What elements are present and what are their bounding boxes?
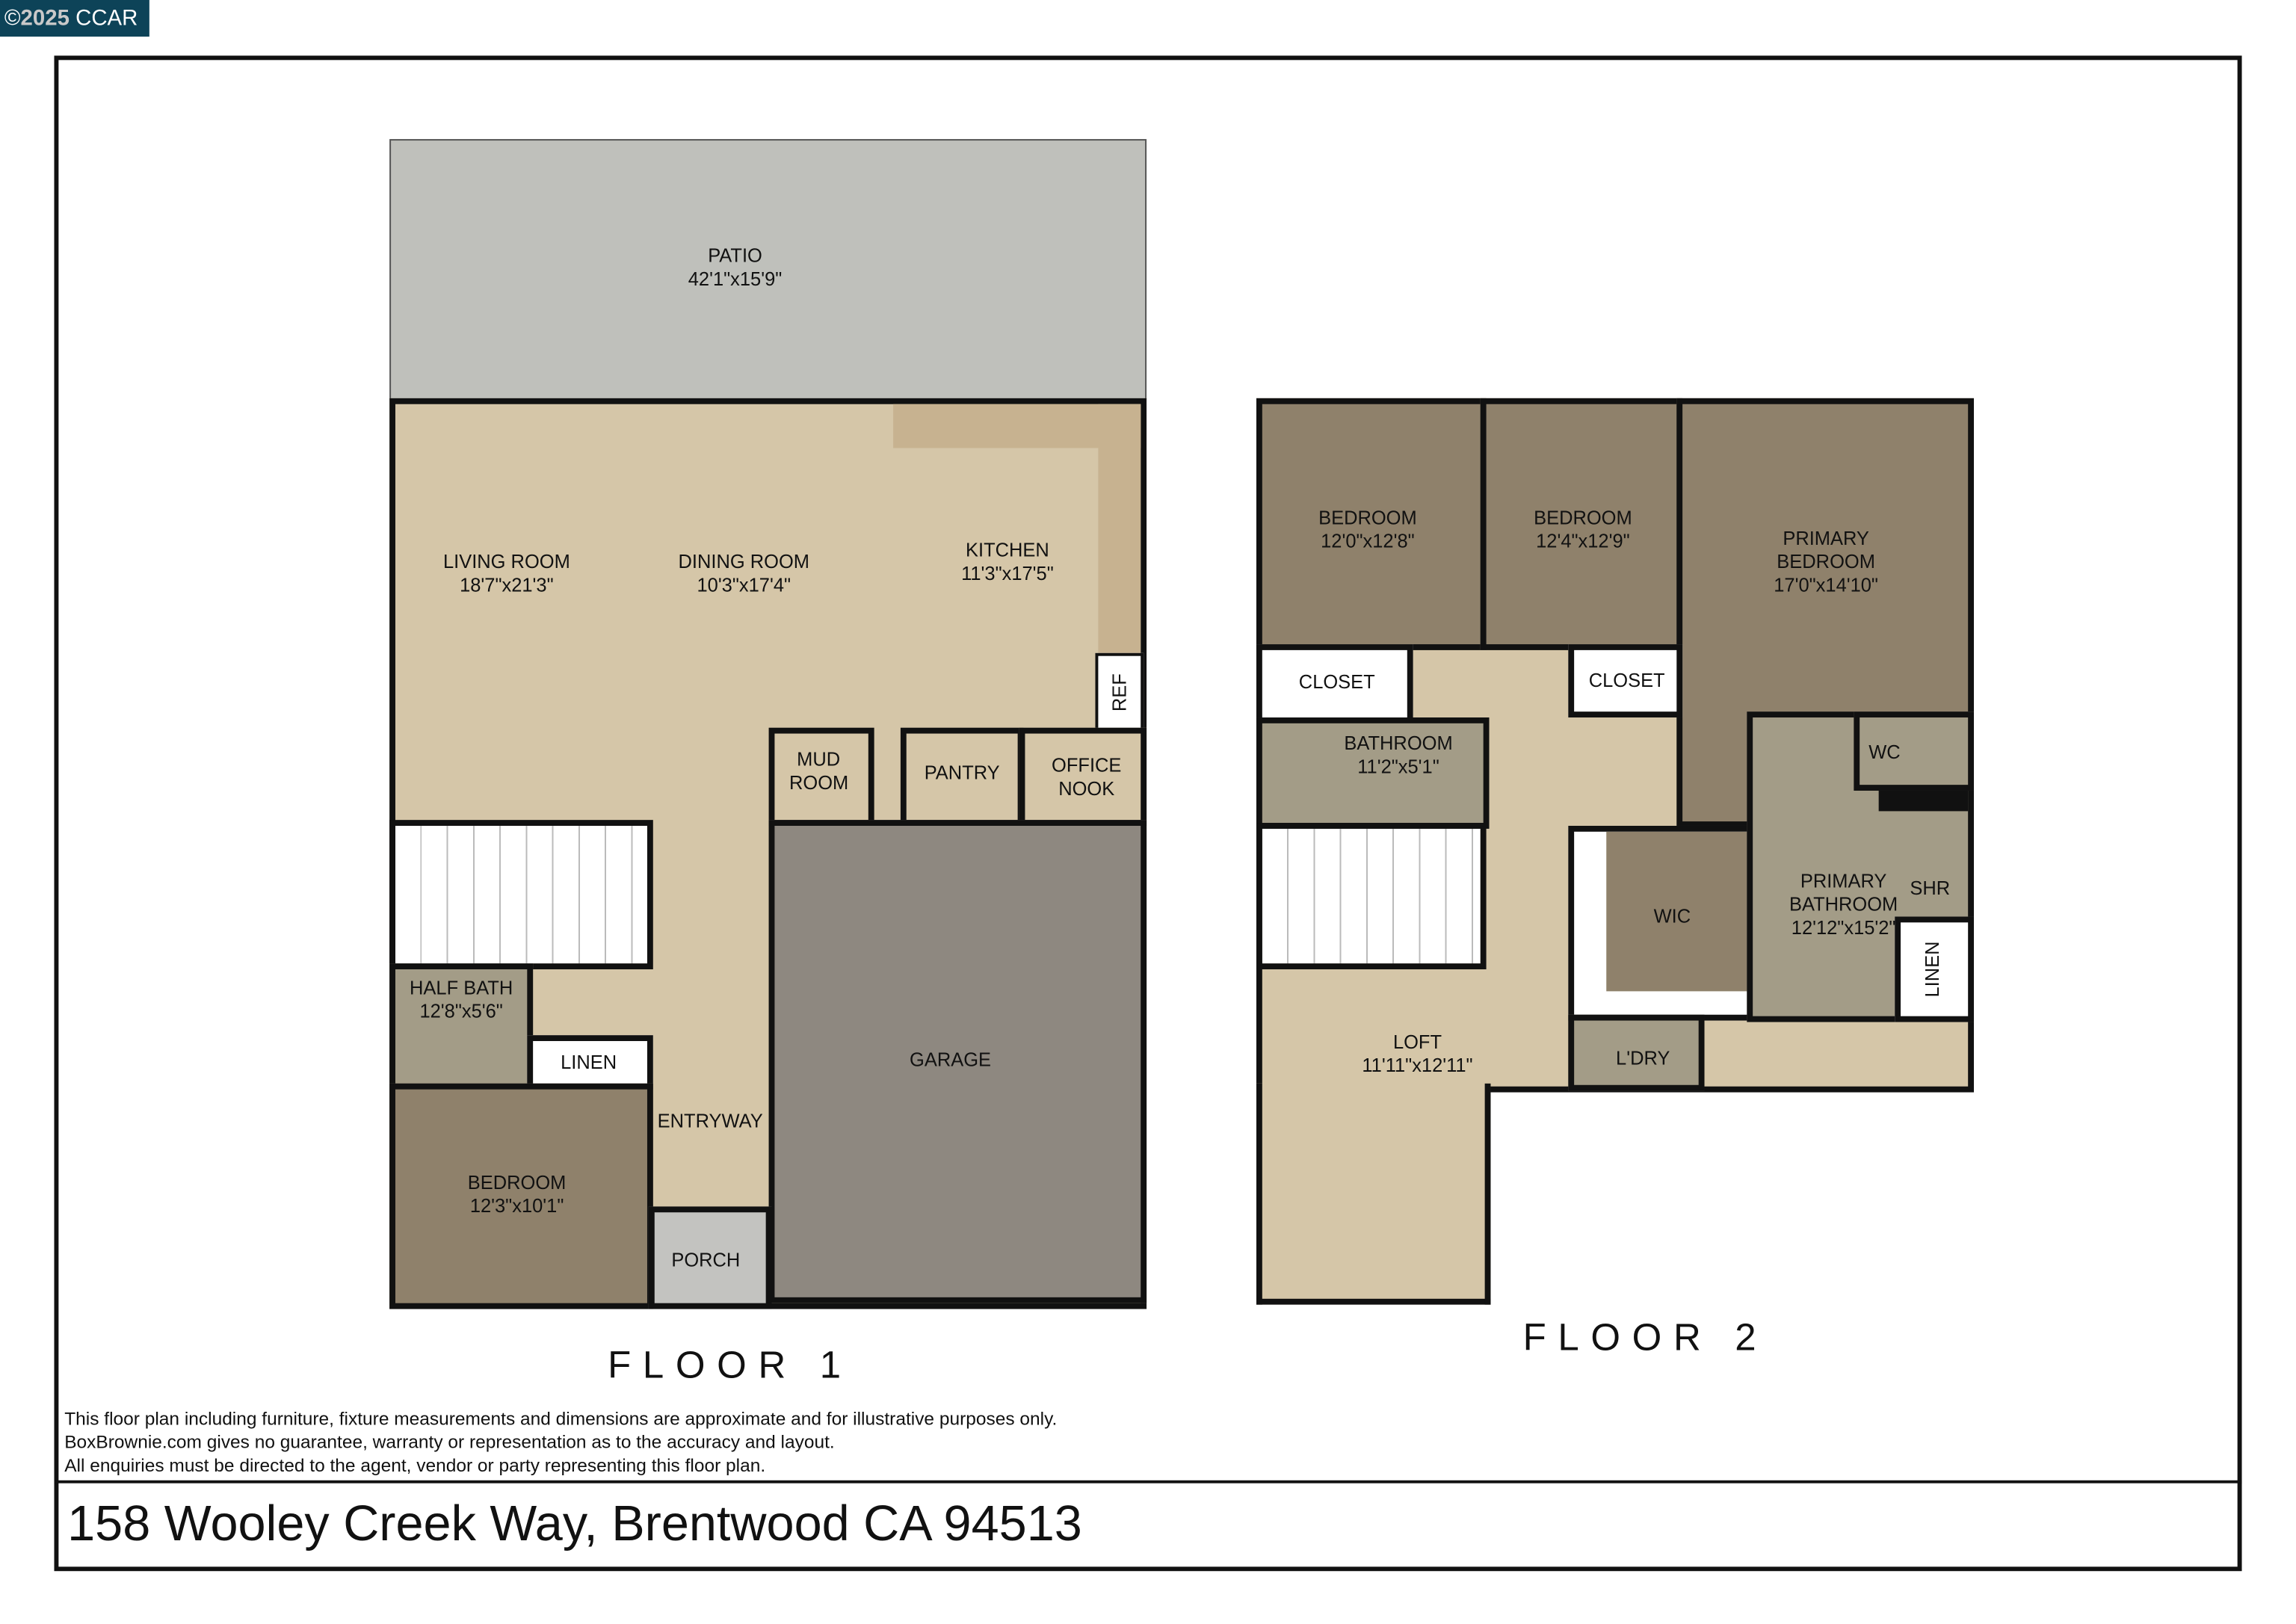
label-shower: SHR: [1910, 877, 1951, 899]
floor1-title: FLOOR 1: [608, 1342, 853, 1387]
refrigerator: [1095, 652, 1144, 732]
label-wc: WC: [1868, 741, 1901, 763]
label-linen-f1: LINEN: [561, 1051, 617, 1074]
badge-org: CCAR: [75, 5, 138, 31]
label-garage: GARAGE: [910, 1048, 992, 1071]
label-ref: REF: [1108, 673, 1131, 712]
disclaimer-line-1: This floor plan including furniture, fix…: [64, 1408, 1058, 1430]
label-wic: WIC: [1653, 904, 1691, 927]
address-divider: [54, 1480, 2242, 1483]
label-entryway: ENTRYWAY: [657, 1110, 763, 1132]
label-office-nook: OFFICE NOOK: [1052, 753, 1122, 800]
label-mud-room: MUD ROOM: [789, 748, 849, 794]
disclaimer-line-3: All enquiries must be directed to the ag…: [64, 1455, 766, 1476]
office-nook: [1019, 727, 1147, 826]
shower-bench: [1878, 790, 1969, 812]
porch: [648, 1206, 772, 1309]
floor2-title: FLOOR 2: [1522, 1315, 1768, 1359]
laundry: [1568, 1014, 1705, 1091]
label-linen-f2: LINEN: [1921, 941, 1943, 998]
floor1-stairs: [389, 820, 653, 969]
property-address: 158 Wooley Creek Way, Brentwood CA 94513: [67, 1496, 1082, 1552]
label-closet-1: CLOSET: [1298, 670, 1375, 693]
label-closet-2: CLOSET: [1588, 669, 1665, 691]
label-laundry: L'DRY: [1616, 1046, 1670, 1069]
label-porch: PORCH: [671, 1249, 741, 1271]
label-pantry: PANTRY: [924, 761, 1000, 784]
bedroom-f1: [389, 1083, 653, 1309]
copyright-symbol: ©: [4, 5, 21, 31]
kitchen-counter-side: [1098, 404, 1141, 656]
ccar-copyright-badge: ©2025 CCAR: [0, 0, 149, 37]
sheet-frame: [54, 55, 2242, 1572]
linen-closet-f2: [1895, 916, 1975, 1022]
loft-lower: [1256, 1083, 1491, 1305]
floor2-stairs: [1256, 823, 1487, 969]
wic: [1606, 831, 1750, 992]
garage: [768, 820, 1147, 1303]
wc: [1854, 711, 1975, 791]
badge-year: 2025: [20, 5, 70, 31]
closet-2: [1568, 644, 1683, 718]
half-bath: [389, 963, 534, 1090]
disclaimer-line-2: BoxBrownie.com gives no guarantee, warra…: [64, 1432, 835, 1453]
